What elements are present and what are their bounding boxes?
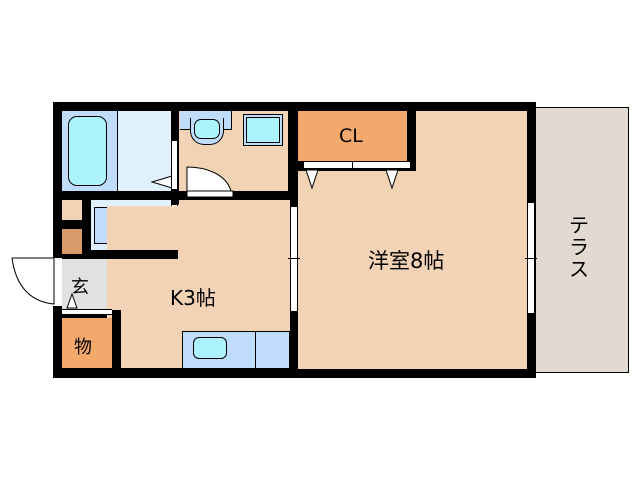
stove-divider — [255, 331, 256, 368]
western-room-label: 洋室8帖 — [368, 249, 445, 273]
front-door[interactable] — [53, 258, 62, 306]
terrace — [533, 107, 629, 373]
bath-door-icon — [150, 175, 173, 189]
washroom-door-icon[interactable] — [186, 166, 236, 198]
closet-door-divider — [352, 161, 353, 169]
storage-room — [62, 318, 112, 368]
kitchen-sliding-door-mark — [288, 258, 300, 259]
small-cupboard — [62, 200, 82, 220]
closet-door[interactable] — [303, 161, 411, 169]
closet — [298, 111, 407, 161]
bathroom-door[interactable] — [171, 140, 178, 190]
kitchen-sliding-door[interactable] — [290, 207, 298, 311]
closet-door-right-arrow-icon — [385, 169, 399, 190]
entrance-label: 玄 — [71, 277, 89, 298]
shoe-cupboard — [62, 229, 82, 254]
terrace-window-mark — [525, 258, 537, 259]
kitchen-floor-upper — [179, 200, 290, 210]
entrance-step-edge — [62, 309, 112, 315]
kitchen-label: K3帖 — [170, 286, 216, 310]
kitchen-wall-stub — [82, 250, 178, 259]
bathroom-floor — [117, 111, 171, 191]
closet-door-left-arrow-icon — [305, 169, 319, 190]
front-door-swing-icon — [11, 257, 55, 305]
terrace-label: テラス — [569, 213, 589, 281]
kitchen-sink[interactable] — [193, 337, 227, 359]
storage-label: 物 — [74, 337, 92, 358]
entrance-step-icon — [66, 292, 78, 309]
bathtub — [68, 116, 107, 186]
washing-machine-space — [246, 117, 280, 143]
closet-label: CL — [339, 125, 363, 147]
storage-wall — [112, 310, 121, 370]
washbasin[interactable] — [194, 119, 220, 139]
